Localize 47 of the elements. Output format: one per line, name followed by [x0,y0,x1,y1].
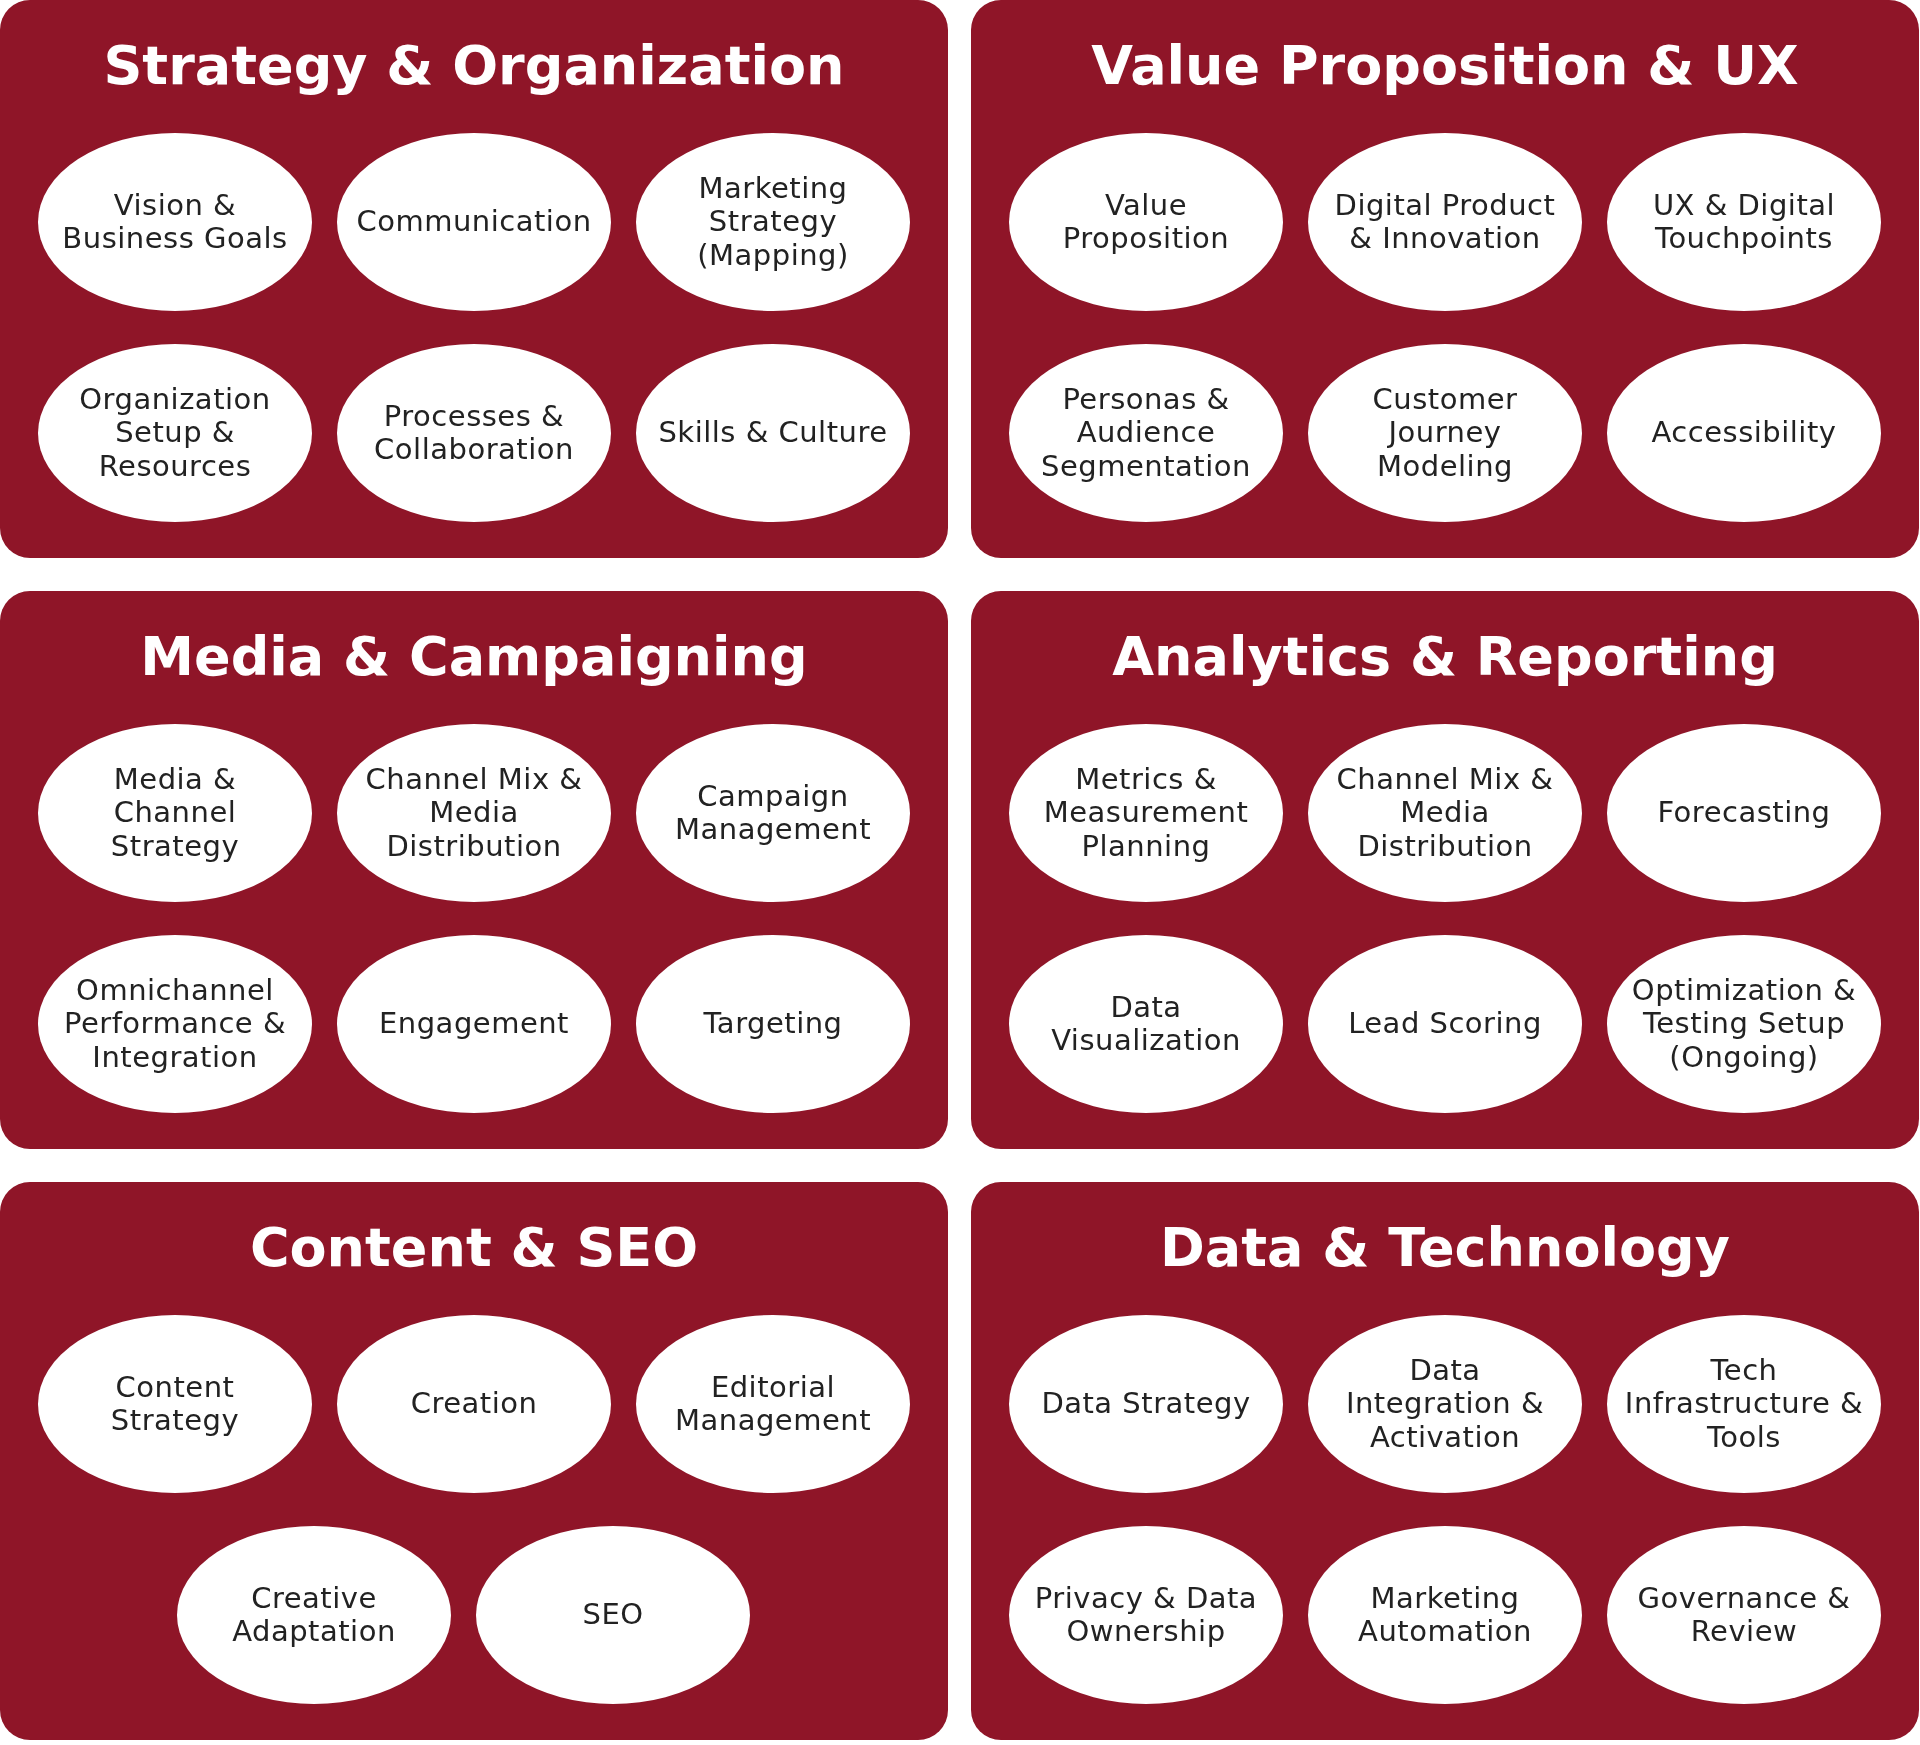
topic-label: Lead Scoring [1348,1007,1542,1041]
group-panel [971,0,1919,558]
topic-label: Channel Mix & Media Distribution [364,763,584,863]
topic-label: Vision & Business Goals [61,188,289,256]
panel-heading: Strategy & Organization [102,34,846,97]
topic-label: Marketing Strategy (Mapping) [696,172,850,272]
topic-label: UX & Digital Touchpoints [1651,188,1837,256]
topic-label: Campaign Management [673,779,872,847]
topic-label: Digital Product & Innovation [1333,188,1557,256]
topic-label: Organization Setup & Resources [78,383,272,483]
topic-label: Media & Channel Strategy [109,763,241,863]
panel-heading: Content & SEO [248,1216,700,1279]
topic-label: Value Proposition [1061,188,1231,256]
topic-label: Creative Adaptation [231,1581,397,1649]
panel-heading: Analytics & Reporting [1111,625,1779,688]
topic-label: Governance & Review [1636,1581,1852,1649]
group-panel [0,1182,948,1740]
group-panel [0,0,948,558]
topic-label: Content Strategy [109,1370,241,1438]
group-panel [971,591,1919,1149]
topic-label: Skills & Culture [658,416,888,450]
group-panel [971,1182,1919,1740]
topic-label: Forecasting [1657,796,1831,830]
topic-label: Creation [410,1387,538,1421]
topic-label: Privacy & Data Ownership [1033,1581,1259,1649]
topic-label: Editorial Management [673,1370,872,1438]
topic-label: Channel Mix & Media Distribution [1335,763,1555,863]
topic-label: Optimization & Testing Setup (Ongoing) [1630,974,1858,1074]
panel-heading: Value Proposition & UX [1090,34,1800,97]
topic-label: Data Strategy [1041,1387,1251,1421]
topic-label: Omnichannel Performance & Integration [62,974,288,1074]
topic-label: Customer Journey Modeling [1371,383,1519,483]
topic-label: Communication [356,205,592,239]
topic-label: Data Integration & Activation [1344,1354,1546,1454]
panel-heading: Media & Campaigning [139,625,809,688]
topic-label: Data Visualization [1050,990,1242,1058]
topic-label: Tech Infrastructure & Tools [1623,1354,1865,1454]
topic-label: Marketing Automation [1357,1581,1533,1649]
topic-label: Metrics & Measurement Planning [1042,763,1250,863]
topic-label: Targeting [703,1007,843,1041]
topic-label: SEO [582,1598,644,1632]
topic-label: Personas & Audience Segmentation [1040,383,1252,483]
topic-label: Accessibility [1651,416,1837,450]
topic-label: Engagement [379,1007,569,1041]
panel-heading: Data & Technology [1159,1216,1731,1279]
topic-label: Processes & Collaboration [373,399,575,467]
group-panel [0,591,948,1149]
